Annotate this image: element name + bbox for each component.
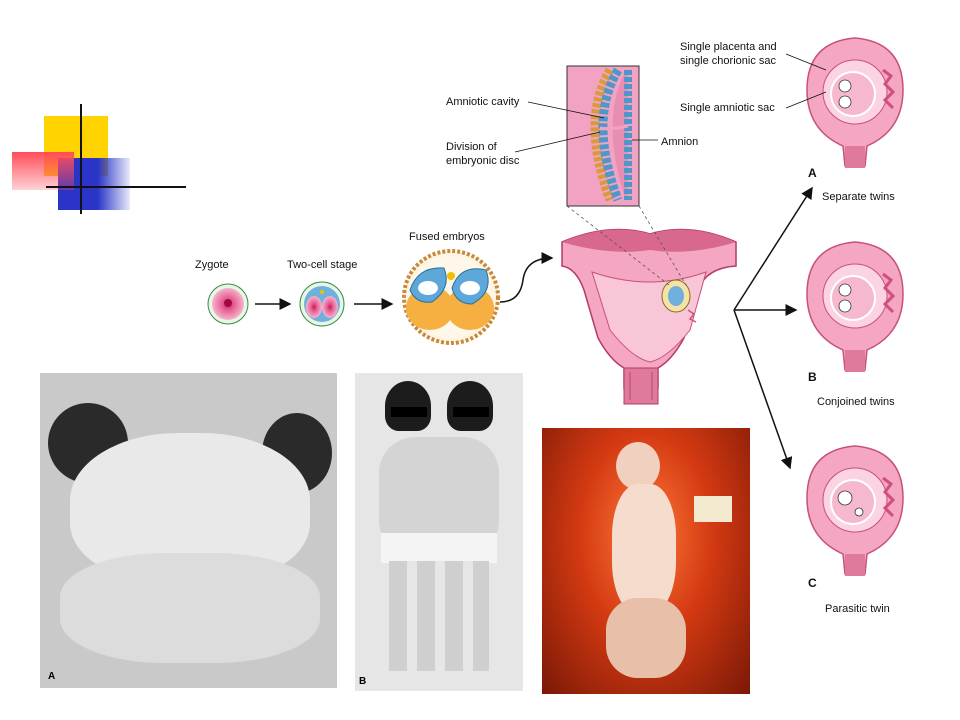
logo-vertical-line	[80, 104, 82, 214]
photo2-eyebar-right	[453, 407, 489, 417]
leader-division	[514, 131, 601, 153]
slide-logo	[12, 100, 187, 215]
photo1-letter: A	[48, 671, 56, 682]
photo-conjoined-infants: A	[40, 373, 337, 688]
caption-separate-twins: Separate twins	[822, 191, 895, 203]
photo2-legs	[389, 561, 489, 671]
photo1-legs	[60, 553, 320, 663]
label-amniotic-cavity: Amniotic cavity	[446, 96, 520, 108]
uterus-parasitic-twin	[806, 445, 904, 576]
outcome-letter-b: B	[808, 370, 817, 384]
arrow-to-separate	[733, 186, 813, 311]
photo-parasitic-specimen	[542, 428, 750, 694]
photo3-specimen-head	[616, 442, 660, 490]
leader-amniotic-cavity	[527, 101, 605, 119]
label-fused-embryos: Fused embryos	[409, 231, 485, 243]
caption-conjoined-twins: Conjoined twins	[817, 396, 895, 408]
label-zygote: Zygote	[195, 259, 229, 271]
logo-horizontal-line	[46, 186, 186, 188]
label-two-cell-stage: Two-cell stage	[287, 259, 358, 271]
photo3-label-card	[694, 496, 732, 522]
label-division-line2: embryonic disc	[446, 155, 520, 167]
photo2-eyebar-left	[391, 407, 427, 417]
label-single-amniotic-sac: Single amniotic sac	[680, 102, 775, 114]
uterus-large	[561, 228, 737, 405]
photo2-underwear	[381, 533, 497, 563]
label-placenta-line2: single chorionic sac	[680, 55, 776, 67]
photo2-letter: B	[359, 676, 367, 687]
uterus-conjoined-twins	[806, 241, 904, 372]
arrow-fused-to-uterus	[499, 252, 554, 303]
leader-amniotic-sac	[785, 91, 827, 109]
inset-embryonic-disc	[566, 65, 640, 207]
photo3-specimen-legs	[606, 598, 686, 678]
zygote-cell	[207, 283, 249, 325]
label-division-line1: Division of	[446, 141, 497, 153]
label-amnion: Amnion	[661, 136, 699, 148]
label-placenta-line1: Single placenta and	[680, 41, 777, 53]
two-cell-embryo	[299, 281, 345, 327]
photo-standing-twins: B	[355, 373, 523, 691]
photo3-specimen-body	[612, 484, 676, 614]
caption-parasitic-twin: Parasitic twin	[825, 603, 890, 615]
photo2-hair-left	[385, 381, 431, 431]
outcome-letter-c: C	[808, 576, 817, 590]
uterus-separate-twins	[806, 37, 904, 168]
photo2-hair-right	[447, 381, 493, 431]
leader-placenta	[785, 53, 827, 71]
fused-embryos	[402, 249, 500, 345]
arrow-to-parasitic	[733, 309, 793, 470]
outcome-letter-a: A	[808, 166, 817, 180]
logo-red-square	[12, 152, 74, 190]
